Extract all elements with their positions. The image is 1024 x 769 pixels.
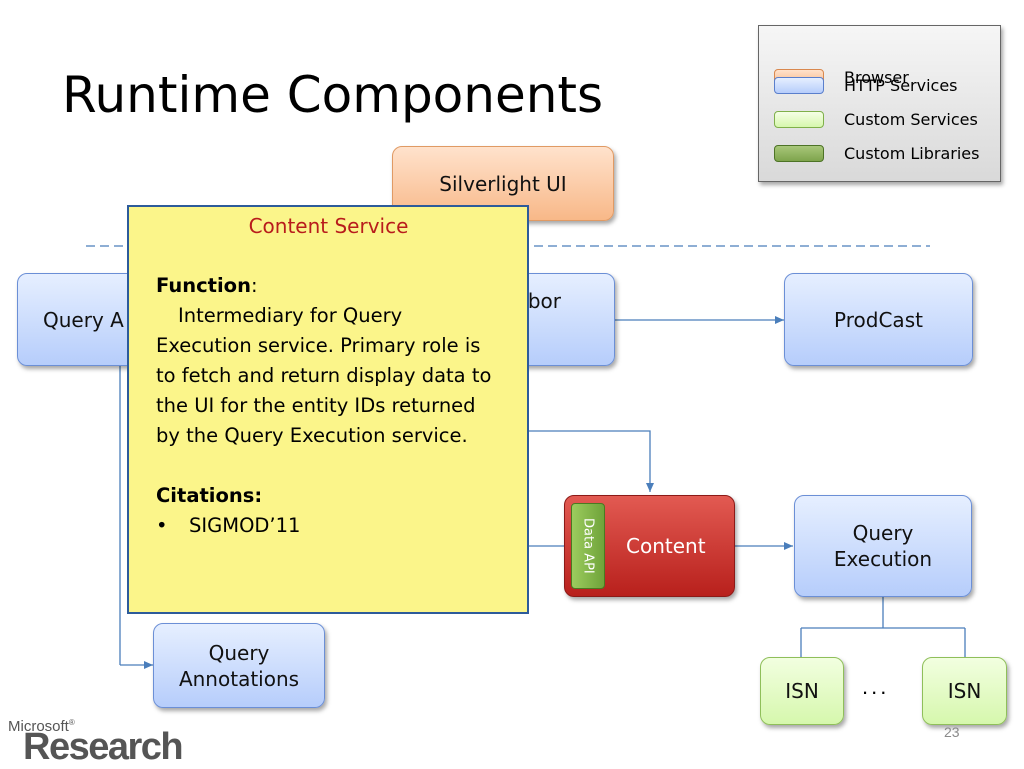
microsoft-wordmark: Microsoft® — [8, 718, 75, 735]
citation-item: • SIGMOD’11 — [156, 511, 501, 541]
citation-text: SIGMOD’11 — [189, 514, 301, 537]
data-api-label: Data API — [580, 518, 596, 574]
popup-spacer — [156, 451, 501, 481]
legend-label: Browser — [844, 67, 909, 87]
page-number: 23 — [944, 724, 960, 740]
registered-mark: ® — [68, 718, 75, 727]
popup-function-line: Function: — [156, 271, 501, 301]
microsoft-text: Microsoft — [8, 718, 69, 735]
legend-swatch-custom-libraries — [774, 144, 824, 162]
popup-heading: Content Service — [248, 214, 409, 238]
legend: Browser HTTP Services Custom Services Cu… — [758, 25, 1001, 182]
research-wordmark: Research — [23, 726, 184, 768]
bullet-icon: • — [156, 514, 168, 537]
connector-to-content — [527, 430, 654, 492]
function-colon: : — [250, 274, 258, 297]
legend-item-http-services: HTTP Services — [774, 74, 958, 96]
content-service-popup: Content Service Function: Intermediary f… — [127, 205, 529, 614]
legend-label: Custom Services — [844, 109, 978, 129]
legend-label: HTTP Services — [844, 75, 958, 95]
data-api-library: Data API — [571, 503, 605, 589]
prodcast-box: ProdCast — [784, 273, 973, 366]
query-annotations-box: Query Annotations — [153, 623, 325, 708]
legend-swatch-http — [774, 76, 824, 94]
isn-box-right: ISN — [922, 657, 1007, 725]
function-label: Function — [156, 274, 251, 297]
query-execution-box: Query Execution — [794, 495, 972, 597]
content-label: Content — [626, 534, 706, 558]
legend-item-custom-services: Custom Services — [774, 108, 978, 130]
legend-item-custom-libraries: Custom Libraries — [774, 142, 979, 164]
legend-label: Custom Libraries — [844, 143, 980, 163]
isn-box-left: ISN — [760, 657, 844, 725]
citations-label: Citations: — [156, 484, 263, 507]
function-description: Intermediary for Query Execution service… — [156, 304, 492, 447]
legend-swatch-custom-services — [774, 110, 824, 128]
slide-title: Runtime Components — [62, 66, 604, 124]
isn-ellipsis: ... — [862, 674, 890, 699]
